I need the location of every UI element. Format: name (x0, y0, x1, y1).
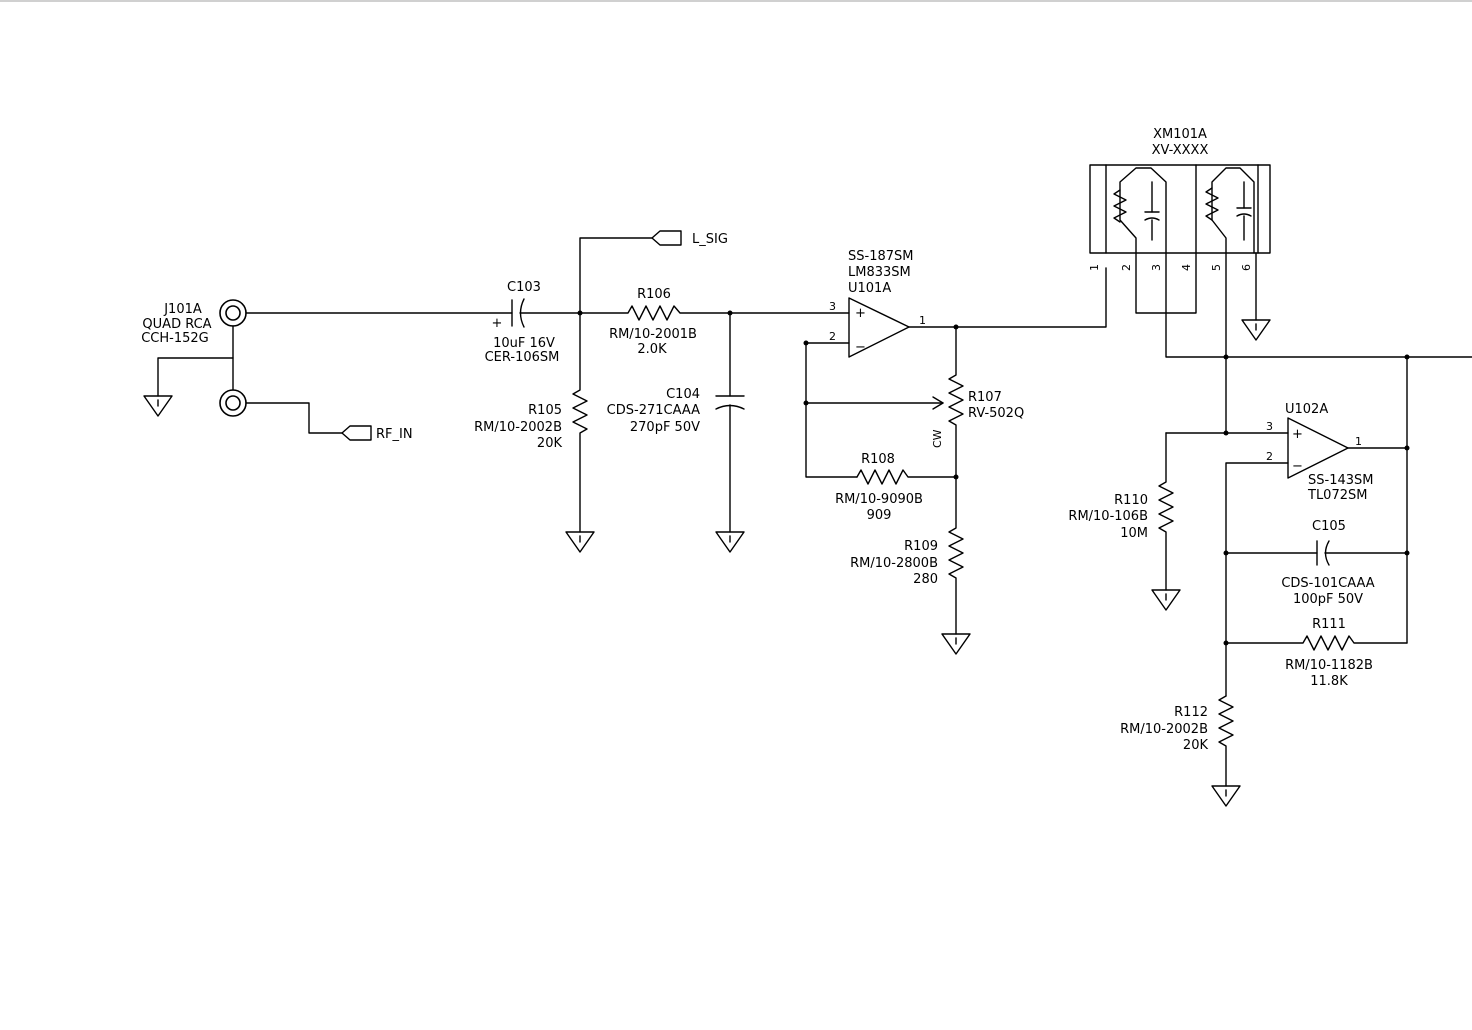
l-sig-wire (579, 237, 653, 314)
u102a-part1: SS-143SM (1308, 473, 1373, 488)
xm101a-pin-1: 1 (1088, 264, 1101, 271)
r106-part: RM/10-2001B (609, 327, 697, 342)
c103-polarity: + (492, 316, 503, 331)
r111-resistor (1225, 635, 1408, 651)
r112-value: 20K (1183, 738, 1209, 753)
xm101a-ref: XM101A (1153, 127, 1207, 142)
ground-symbol-r105 (565, 531, 595, 553)
ground-symbol-r112 (1211, 785, 1241, 807)
ground-symbol-c104 (715, 531, 745, 553)
u102a-pin-minus: 2 (1266, 450, 1273, 463)
u101a-opamp (848, 297, 910, 358)
c105-value: 100pF 50V (1293, 592, 1363, 607)
j101a-part: CCH-152G (141, 331, 209, 346)
xm101a-module (1089, 164, 1271, 254)
r109-part: RM/10-2800B (850, 556, 938, 571)
u102a-sym-minus: − (1292, 459, 1303, 474)
u102a-opamp (1287, 417, 1349, 479)
r107-wiper-arrow (932, 396, 944, 410)
r110-resistor (1158, 432, 1174, 591)
r107-ref: R107 (968, 390, 1002, 405)
xm101a-pin-2: 2 (1120, 264, 1133, 271)
u101a-pin-minus: 2 (829, 330, 836, 343)
r108-resistor (856, 469, 957, 485)
u102a-in-minus-wire (1225, 462, 1289, 697)
r112-part: RM/10-2002B (1120, 722, 1208, 737)
r111-part: RM/10-1182B (1285, 658, 1373, 673)
xm101a-pin-4: 4 (1180, 264, 1193, 271)
rf-in-label: RF_IN (376, 427, 413, 442)
c105-ref: C105 (1312, 519, 1346, 534)
r105-resistor (572, 312, 588, 533)
rf-in-flag (341, 425, 372, 441)
r112-ref: R112 (1174, 705, 1208, 720)
r107-part: RV-502Q (968, 406, 1024, 421)
r109-resistor (948, 476, 964, 635)
u102a-part2: TL072SM (1307, 488, 1367, 503)
ground-symbol-xm101a (1241, 319, 1271, 341)
u101a-sym-plus: + (855, 306, 866, 321)
xm101a-pin3-wire (1165, 252, 1472, 358)
xm101a-pins: 1 2 3 4 5 6 (1088, 264, 1253, 271)
c104-value: 270pF 50V (630, 420, 700, 435)
u101a-part2: LM833SM (848, 265, 911, 280)
xm101a-part: XV-XXXX (1152, 143, 1209, 158)
u101a-sym-minus: − (855, 340, 866, 355)
u101a-ref: U101A (848, 281, 891, 296)
r107-cw: CW (931, 429, 944, 448)
r109-value: 280 (913, 572, 938, 587)
r105-part: RM/10-2002B (474, 420, 562, 435)
r112-resistor (1218, 695, 1234, 787)
r110-value: 10M (1120, 526, 1148, 541)
ground-symbol-r110 (1151, 589, 1181, 611)
j101a-ref: J101A (163, 302, 202, 317)
r108-value: 909 (867, 508, 892, 523)
r109-ref: R109 (904, 539, 938, 554)
u102a-pin-out: 1 (1355, 435, 1362, 448)
c104-ref: C104 (666, 387, 700, 402)
xm101a-pin-5: 5 (1210, 264, 1223, 271)
u101a-pin-plus: 3 (829, 300, 836, 313)
u101a-out-wire (908, 267, 1107, 328)
c103-value: 10uF 16V (493, 336, 555, 351)
j101a-desc: QUAD RCA (142, 317, 211, 332)
r106-resistor (579, 305, 731, 321)
c103-part: CER-106SM (485, 350, 560, 365)
ground-symbol-r109 (941, 633, 971, 655)
ground-symbol-j101a (143, 395, 173, 417)
r105-value: 20K (537, 436, 563, 451)
r108-part: RM/10-9090B (835, 492, 923, 507)
rf-in-wire (245, 402, 343, 434)
c103-ref: C103 (507, 280, 541, 295)
r110-ref: R110 (1114, 493, 1148, 508)
l-sig-label: L_SIG (692, 232, 728, 247)
u101a-feedback-wire (805, 342, 858, 478)
r111-ref: R111 (1312, 617, 1346, 632)
r110-part: RM/10-106B (1068, 509, 1148, 524)
j101a-connector (143, 299, 247, 417)
xm101a-pin-6: 6 (1240, 264, 1253, 271)
l-sig-flag (651, 230, 682, 246)
r111-value: 11.8K (1310, 674, 1348, 689)
u101a-pin-out: 1 (919, 314, 926, 327)
r106-value: 2.0K (637, 342, 667, 357)
xm101a-pin-3: 3 (1150, 264, 1163, 271)
c104-part: CDS-271CAAA (607, 403, 700, 418)
u101a-part1: SS-187SM (848, 249, 913, 264)
r106-ref: R106 (637, 287, 671, 302)
r108-ref: R108 (861, 452, 895, 467)
u102a-sym-plus: + (1292, 427, 1303, 442)
r107-potentiometer (948, 326, 964, 478)
u102a-pin-plus: 3 (1266, 420, 1273, 433)
c105-part: CDS-101CAAA (1281, 576, 1374, 591)
r105-ref: R105 (528, 403, 562, 418)
u102a-ref: U102A (1285, 402, 1328, 417)
